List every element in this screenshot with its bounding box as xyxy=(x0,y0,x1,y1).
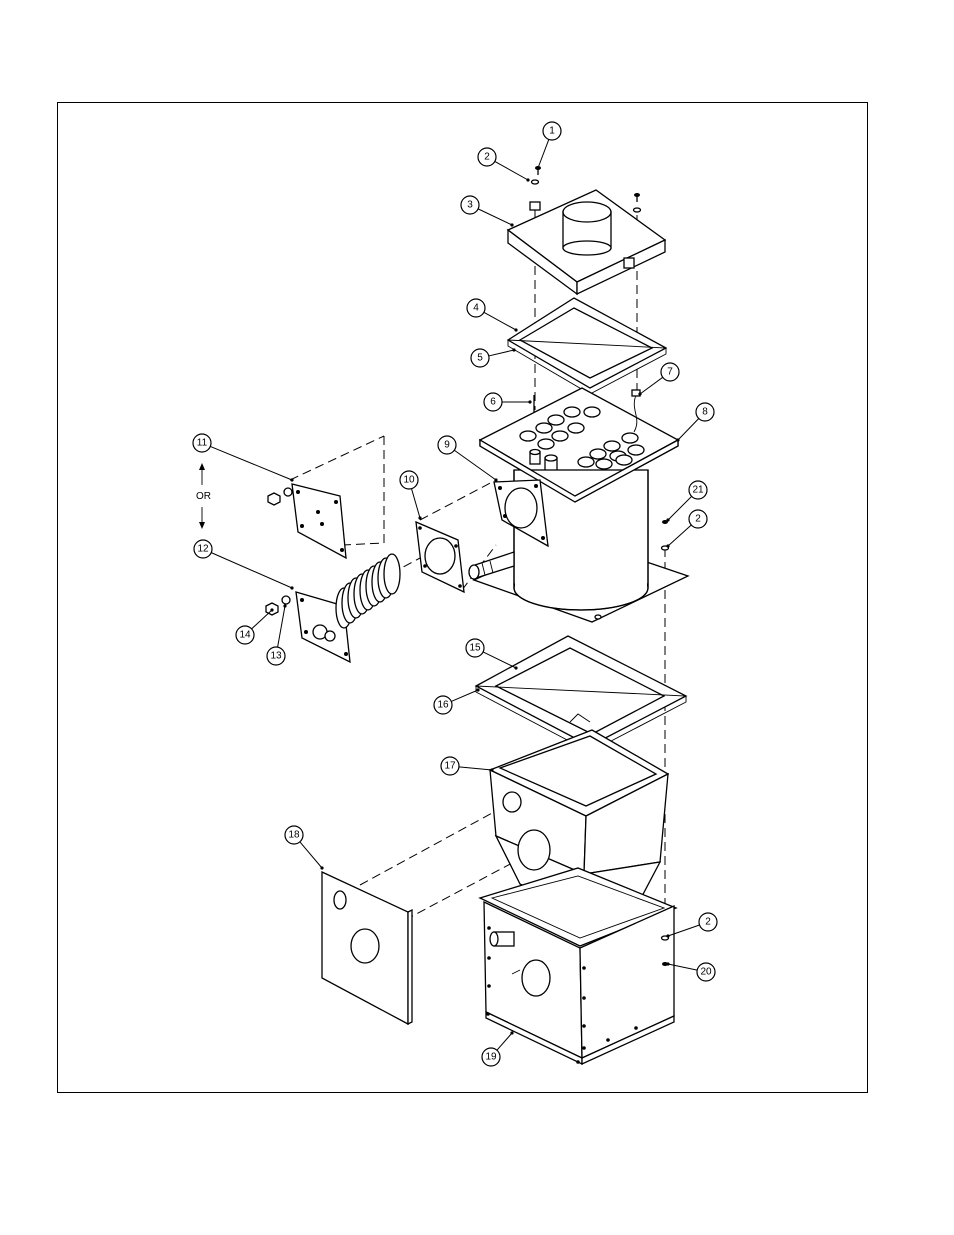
balloon-number: 2 xyxy=(705,917,711,928)
callout-14: 14 xyxy=(236,608,274,644)
leader-line xyxy=(668,496,692,520)
callout-2: 2 xyxy=(478,148,530,182)
callout-1: 1 xyxy=(536,122,561,170)
leader-arrow xyxy=(676,438,679,441)
leader-arrow xyxy=(320,866,323,869)
leader-arrow xyxy=(528,400,531,403)
balloon-number: 1 xyxy=(549,126,555,137)
leader-arrow xyxy=(666,934,669,937)
callout-11: 11 xyxy=(193,434,294,482)
callout-10: 10 xyxy=(400,471,422,520)
balloon-number: 16 xyxy=(437,700,449,711)
callout-18: 18 xyxy=(285,826,324,870)
leader-arrow xyxy=(490,768,493,771)
leader-line xyxy=(300,842,322,868)
leader-arrow xyxy=(494,478,497,481)
balloon-number: 12 xyxy=(197,544,209,555)
balloon-number: 3 xyxy=(467,200,473,211)
balloon-number: 2 xyxy=(484,152,490,163)
balloon-number: 13 xyxy=(270,651,282,662)
leader-arrow xyxy=(290,478,293,481)
balloon-number: 4 xyxy=(473,303,479,314)
upper-gasket xyxy=(508,298,666,394)
callout-3: 3 xyxy=(461,196,514,227)
leader-line xyxy=(668,525,691,546)
leader-line xyxy=(454,450,496,480)
balloon-number: 10 xyxy=(403,475,415,486)
callout-15: 15 xyxy=(466,639,518,670)
leader-arrow xyxy=(476,688,479,691)
element-coil xyxy=(336,554,400,628)
leader-line xyxy=(412,489,420,518)
callout-7: 7 xyxy=(638,363,679,396)
leader-line xyxy=(478,209,512,225)
or-label: OR xyxy=(196,491,211,502)
leader-arrow xyxy=(510,1031,513,1034)
callout-12: 12 xyxy=(194,540,294,590)
leader-line xyxy=(495,161,528,180)
callout-8: 8 xyxy=(676,403,714,442)
callout-17: 17 xyxy=(441,757,494,775)
leader-arrow xyxy=(638,392,641,395)
leader-arrow xyxy=(270,608,273,611)
leader-arrow xyxy=(418,516,421,519)
leader-arrow xyxy=(283,604,286,607)
leader-line xyxy=(451,690,478,701)
leader-arrow xyxy=(666,544,669,547)
leader-arrow xyxy=(512,348,515,351)
element-gasket xyxy=(416,522,464,592)
leader-line xyxy=(459,767,492,770)
leader-arrow xyxy=(536,166,539,169)
callout-6: 6 xyxy=(484,393,532,411)
balloon-number: 7 xyxy=(667,367,673,378)
balloon-number: 19 xyxy=(485,1052,497,1063)
balloon-number: 21 xyxy=(692,485,704,496)
leader-line xyxy=(211,553,292,588)
leader-arrow xyxy=(514,666,517,669)
leader-arrow xyxy=(510,223,513,226)
callout-16: 16 xyxy=(434,688,480,714)
front-panel xyxy=(322,872,412,1024)
balloon-number: 20 xyxy=(700,967,712,978)
leader-arrow xyxy=(666,518,669,521)
balloon-number: 2 xyxy=(695,514,701,525)
leader-line xyxy=(678,418,699,440)
balloon-number: 15 xyxy=(469,643,481,654)
leader-line xyxy=(252,610,272,629)
balloon-number: 6 xyxy=(490,397,496,408)
leader-line xyxy=(640,377,663,394)
leader-arrow xyxy=(290,586,293,589)
balloon-number: 17 xyxy=(444,761,456,772)
heating-element xyxy=(266,554,400,662)
leader-line xyxy=(484,312,516,330)
leader-line xyxy=(278,606,285,647)
leader-line xyxy=(538,139,549,168)
balloon-number: 18 xyxy=(288,830,300,841)
callout-5: 5 xyxy=(471,348,516,367)
leader-line xyxy=(497,1033,512,1050)
leader-line xyxy=(483,652,516,668)
leader-arrow xyxy=(526,178,529,181)
balloon-number: 9 xyxy=(444,440,450,451)
leader-arrow xyxy=(514,328,517,331)
or-indicator: OR xyxy=(196,463,211,529)
balloon-number: 8 xyxy=(702,407,708,418)
balloon-number: 11 xyxy=(197,438,208,449)
callout-4: 4 xyxy=(467,299,518,332)
blank-cover-plate xyxy=(268,484,346,558)
leader-line xyxy=(489,350,514,356)
leader-line xyxy=(210,446,292,480)
leader-arrow xyxy=(666,962,669,965)
callout-19: 19 xyxy=(482,1031,514,1066)
balloon-number: 14 xyxy=(239,630,251,641)
top-cover xyxy=(508,190,665,294)
balloon-number: 5 xyxy=(477,353,483,364)
base xyxy=(480,868,676,1064)
